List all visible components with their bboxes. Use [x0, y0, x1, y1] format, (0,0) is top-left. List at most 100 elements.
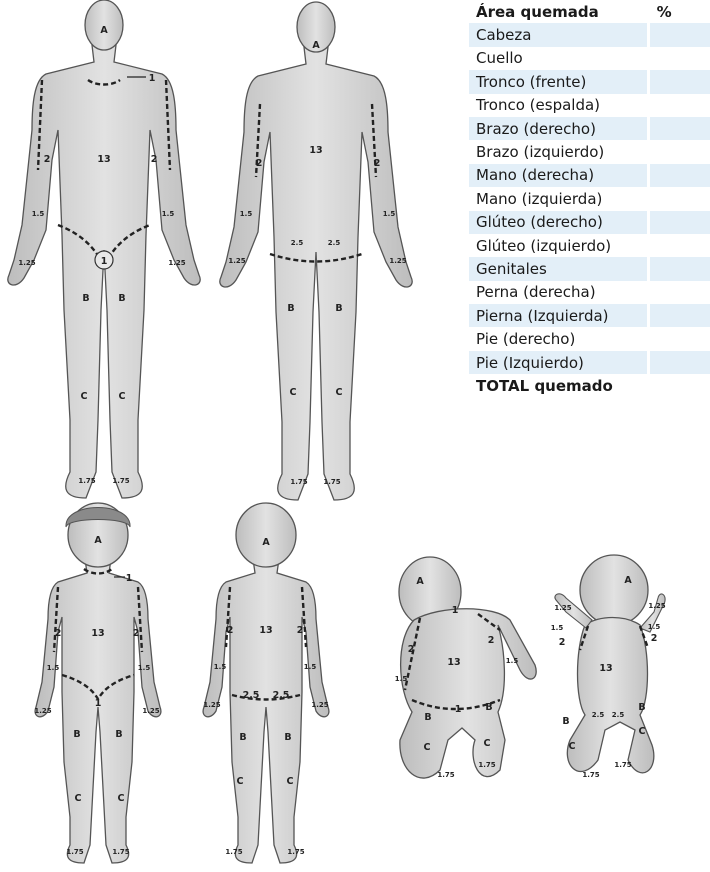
- label-1-25-child-back-hand-left: 1.25: [203, 701, 220, 709]
- area-cell: Glúteo (derecho): [469, 211, 648, 234]
- child-front-figure: [35, 503, 161, 863]
- percent-cell[interactable]: [648, 117, 710, 140]
- label-1-infant-neck: 1: [452, 605, 459, 616]
- label-1-75-child-back-foot-left: 1.75: [225, 848, 242, 856]
- percent-cell[interactable]: [648, 234, 710, 257]
- label-2-child-arm-right: 2: [133, 628, 140, 639]
- label-a-child-front: A: [94, 535, 102, 546]
- label-2-infant-arm-left: 2: [408, 644, 415, 655]
- percent-cell[interactable]: [648, 257, 710, 280]
- label-1-5-infant-forearm-left: 1.5: [395, 675, 408, 683]
- percent-cell[interactable]: [648, 164, 710, 187]
- child-back-figure: [203, 503, 329, 863]
- label-2-arm-left: 2: [44, 154, 51, 165]
- percent-cell[interactable]: [648, 281, 710, 304]
- label-1-75-infant-foot-right: 1.75: [478, 761, 495, 769]
- area-cell: Cabeza: [469, 23, 648, 46]
- area-cell: Pierna (Izquierda): [469, 304, 648, 327]
- table-row: Tronco (frente): [469, 70, 710, 93]
- area-cell: Cuello: [469, 47, 648, 70]
- label-1-5-infant-forearm-right: 1.5: [506, 657, 519, 665]
- percent-cell[interactable]: [648, 374, 710, 397]
- label-2-infant-arm-right: 2: [488, 635, 495, 646]
- label-b-infant-thigh-left: B: [424, 712, 431, 723]
- table-header-row: Área quemada %: [469, 0, 710, 23]
- label-b-back-thigh-left: B: [287, 303, 294, 314]
- table-row: Glúteo (izquierdo): [469, 234, 710, 257]
- label-c-child-leg-left: C: [75, 793, 82, 804]
- label-2-back-arm-left: 2: [256, 158, 263, 169]
- label-1-5-forearm-left: 1.5: [32, 210, 45, 218]
- table-row: Pierna (Izquierda): [469, 304, 710, 327]
- label-1-25-hand-right: 1.25: [168, 259, 185, 267]
- label-1-5-child-back-forearm-left: 1.5: [214, 663, 227, 671]
- label-1-75-back-foot-right: 1.75: [323, 478, 340, 486]
- adult-back-figure: [220, 2, 412, 500]
- label-1-25-back-hand-right: 1.25: [389, 257, 406, 265]
- label-1-25-child-back-hand-right: 1.25: [311, 701, 328, 709]
- label-1-25-infant-hand-right: 1.25: [648, 602, 665, 610]
- table-row: Tronco (espalda): [469, 94, 710, 117]
- label-c-back-leg-left: C: [290, 387, 297, 398]
- label-1-neck: 1: [149, 73, 156, 84]
- label-1-25-infant-hand-left: 1.25: [554, 604, 571, 612]
- table-row: Perna (derecha): [469, 281, 710, 304]
- label-1-75-child-foot-left: 1.75: [66, 848, 83, 856]
- header-percent: %: [648, 0, 710, 23]
- percent-cell[interactable]: [648, 351, 710, 374]
- percent-cell[interactable]: [648, 94, 710, 117]
- label-a-infant-back: A: [624, 575, 632, 586]
- label-1-genitals: 1: [101, 256, 108, 267]
- area-cell: Brazo (izquierdo): [469, 140, 648, 163]
- label-a-adult-back: A: [312, 40, 320, 51]
- label-2-arm-right: 2: [151, 154, 158, 165]
- table-row: Mano (derecha): [469, 164, 710, 187]
- area-cell: Glúteo (izquierdo): [469, 234, 648, 257]
- percent-cell[interactable]: [648, 327, 710, 350]
- area-cell: Mano (izquierda): [469, 187, 648, 210]
- table-row: Pie (derecho): [469, 327, 710, 350]
- label-2-back-arm-right: 2: [374, 158, 381, 169]
- label-b-infant-back-thigh-left: B: [562, 716, 569, 727]
- label-c-leg-left: C: [81, 391, 88, 402]
- label-2-5-child-buttock-right: 2.5: [273, 690, 290, 701]
- table-row: Cabeza: [469, 23, 710, 46]
- percent-cell[interactable]: [648, 140, 710, 163]
- area-cell: Mano (derecha): [469, 164, 648, 187]
- label-b-back-thigh-right: B: [335, 303, 342, 314]
- label-1-5-back-forearm-left: 1.5: [240, 210, 253, 218]
- label-1-75-child-foot-right: 1.75: [112, 848, 129, 856]
- label-b-infant-thigh-right: B: [485, 702, 492, 713]
- label-1-75-foot-right: 1.75: [112, 477, 129, 485]
- percent-cell[interactable]: [648, 304, 710, 327]
- label-b-infant-back-thigh-right: B: [638, 702, 645, 713]
- label-1-75-infant-back-foot-left: 1.75: [582, 771, 599, 779]
- label-1-infant-genitals: 1: [455, 704, 462, 715]
- area-cell: Pie (Izquierdo): [469, 351, 648, 374]
- percent-cell[interactable]: [648, 47, 710, 70]
- percent-cell[interactable]: [648, 70, 710, 93]
- label-13-infant-trunk-front: 13: [447, 657, 460, 668]
- label-c-leg-right: C: [119, 391, 126, 402]
- table-row: Pie (Izquierdo): [469, 351, 710, 374]
- label-2-5-buttock-right: 2.5: [328, 239, 341, 247]
- label-2-child-arm-left: 2: [55, 628, 62, 639]
- label-c-child-leg-right: C: [118, 793, 125, 804]
- percent-cell[interactable]: [648, 23, 710, 46]
- label-1-child-genitals: 1: [95, 698, 102, 709]
- adult-front-figure: [8, 0, 200, 498]
- area-cell: Brazo (derecho): [469, 117, 648, 140]
- table-total-row: TOTAL quemado: [469, 374, 710, 397]
- table-row: Genitales: [469, 257, 710, 280]
- label-13-trunk-back: 13: [309, 145, 322, 156]
- label-b-child-back-thigh-left: B: [239, 732, 246, 743]
- label-2-infant-back-arm-right: 2: [651, 633, 658, 644]
- percent-cell[interactable]: [648, 187, 710, 210]
- area-cell: Genitales: [469, 257, 648, 280]
- label-1-75-back-foot-left: 1.75: [290, 478, 307, 486]
- label-2-5-child-buttock-left: 2.5: [243, 690, 260, 701]
- label-2-5-infant-buttock-left: 2.5: [592, 711, 605, 719]
- label-1-75-infant-back-foot-right: 1.75: [614, 761, 631, 769]
- percent-cell[interactable]: [648, 211, 710, 234]
